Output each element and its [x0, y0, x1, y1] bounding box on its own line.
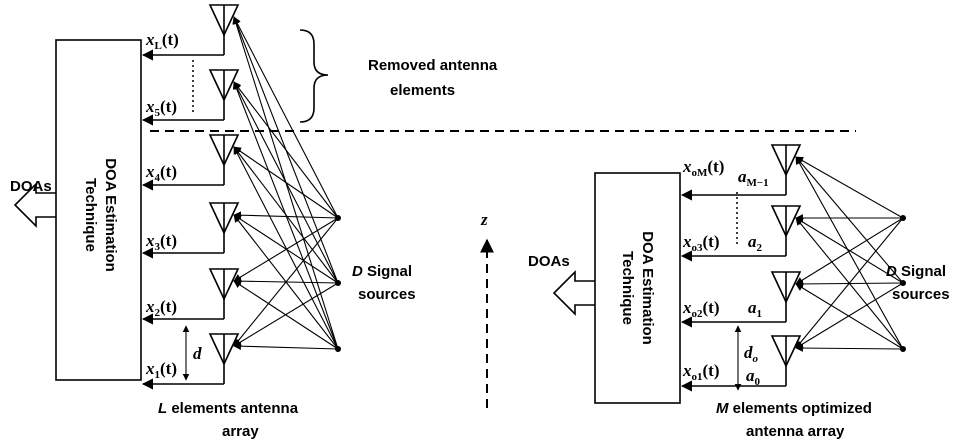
right-channels: xoM(t) aM−1 xo3(t) a2 xo2(t) a1 xo1(t) a0 — [680, 144, 906, 392]
removed-label-1: Removed antenna — [368, 57, 498, 74]
right-coeff-label-1: aM−1 — [738, 167, 769, 189]
left-antenna-4 — [208, 202, 240, 245]
left-array-label-2: array — [222, 423, 259, 440]
right-array-label-2: antenna array — [746, 423, 845, 440]
right-antenna-1 — [770, 144, 802, 187]
right-coeff-label-4: a0 — [746, 366, 761, 388]
right-signal-label-2: xo3(t) — [682, 232, 719, 254]
left-channels: xL(t) x5(t) x4(t) x3(t) x2(t) x1(t) — [141, 4, 341, 390]
right-signal-label-1: xoM(t) — [682, 157, 724, 179]
right-output-arrow — [552, 270, 595, 316]
left-antenna-1 — [208, 4, 240, 47]
left-doa-block — [55, 39, 142, 381]
right-doa-block — [594, 172, 681, 404]
svg-text:Technique: Technique — [619, 251, 636, 325]
left-antenna-6 — [208, 333, 240, 376]
left-doa-block-title: DOA Estimation Technique — [82, 158, 119, 272]
svg-text:DOA Estimation: DOA Estimation — [639, 231, 656, 345]
left-signal-label-2: x5(t) — [145, 97, 177, 119]
left-signal-label-4: x3(t) — [145, 231, 177, 253]
left-signal-label-3: x4(t) — [145, 162, 177, 184]
right-sources-label-2: sources — [892, 286, 950, 303]
removed-brace — [299, 29, 329, 123]
svg-text:DOA Estimation: DOA Estimation — [102, 158, 119, 272]
right-antenna-4 — [770, 335, 802, 378]
right-signal-label-3: xo2(t) — [682, 298, 719, 320]
z-axis-label: z — [480, 210, 488, 229]
left-array-label-1: L elements antenna — [158, 400, 299, 417]
removed-label-2: elements — [390, 82, 455, 99]
right-array-label-1: M elements optimized — [716, 400, 872, 417]
left-signal-label-5: x2(t) — [145, 297, 177, 319]
right-sources-label-1: D Signal — [886, 263, 946, 280]
right-signal-label-4: xo1(t) — [682, 361, 719, 383]
right-spacing-label: do — [744, 343, 759, 365]
right-antenna-3 — [770, 271, 802, 314]
left-signal-label-1: xL(t) — [145, 30, 179, 52]
right-coeff-label-2: a2 — [748, 232, 763, 254]
left-signal-label-6: x1(t) — [145, 359, 177, 381]
right-antenna-2 — [770, 205, 802, 248]
svg-text:Technique: Technique — [82, 178, 99, 252]
left-antenna-5 — [208, 268, 240, 311]
left-spacing-label: d — [193, 344, 202, 363]
left-sources-label-1: D Signal — [352, 263, 412, 280]
right-doa-block-title: DOA Estimation Technique — [619, 231, 656, 345]
right-coeff-label-3: a1 — [748, 298, 762, 320]
left-sources-label-2: sources — [358, 286, 416, 303]
left-output-label: DOAs — [10, 178, 52, 195]
left-antenna-3 — [208, 134, 240, 177]
left-antenna-2 — [208, 69, 240, 112]
right-output-label: DOAs — [528, 253, 570, 270]
left-output-arrow — [13, 182, 56, 228]
